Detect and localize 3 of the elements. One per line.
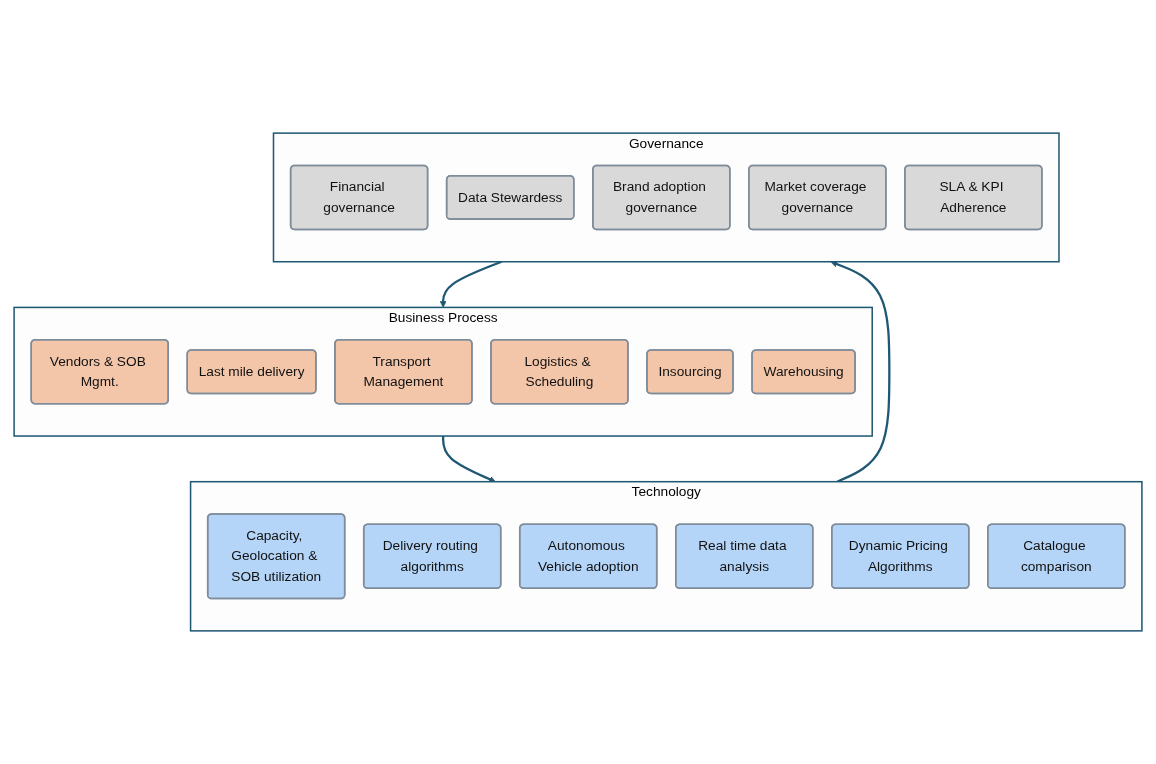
arrow (830, 260, 891, 483)
arrow (439, 260, 502, 308)
arrow (442, 436, 496, 483)
